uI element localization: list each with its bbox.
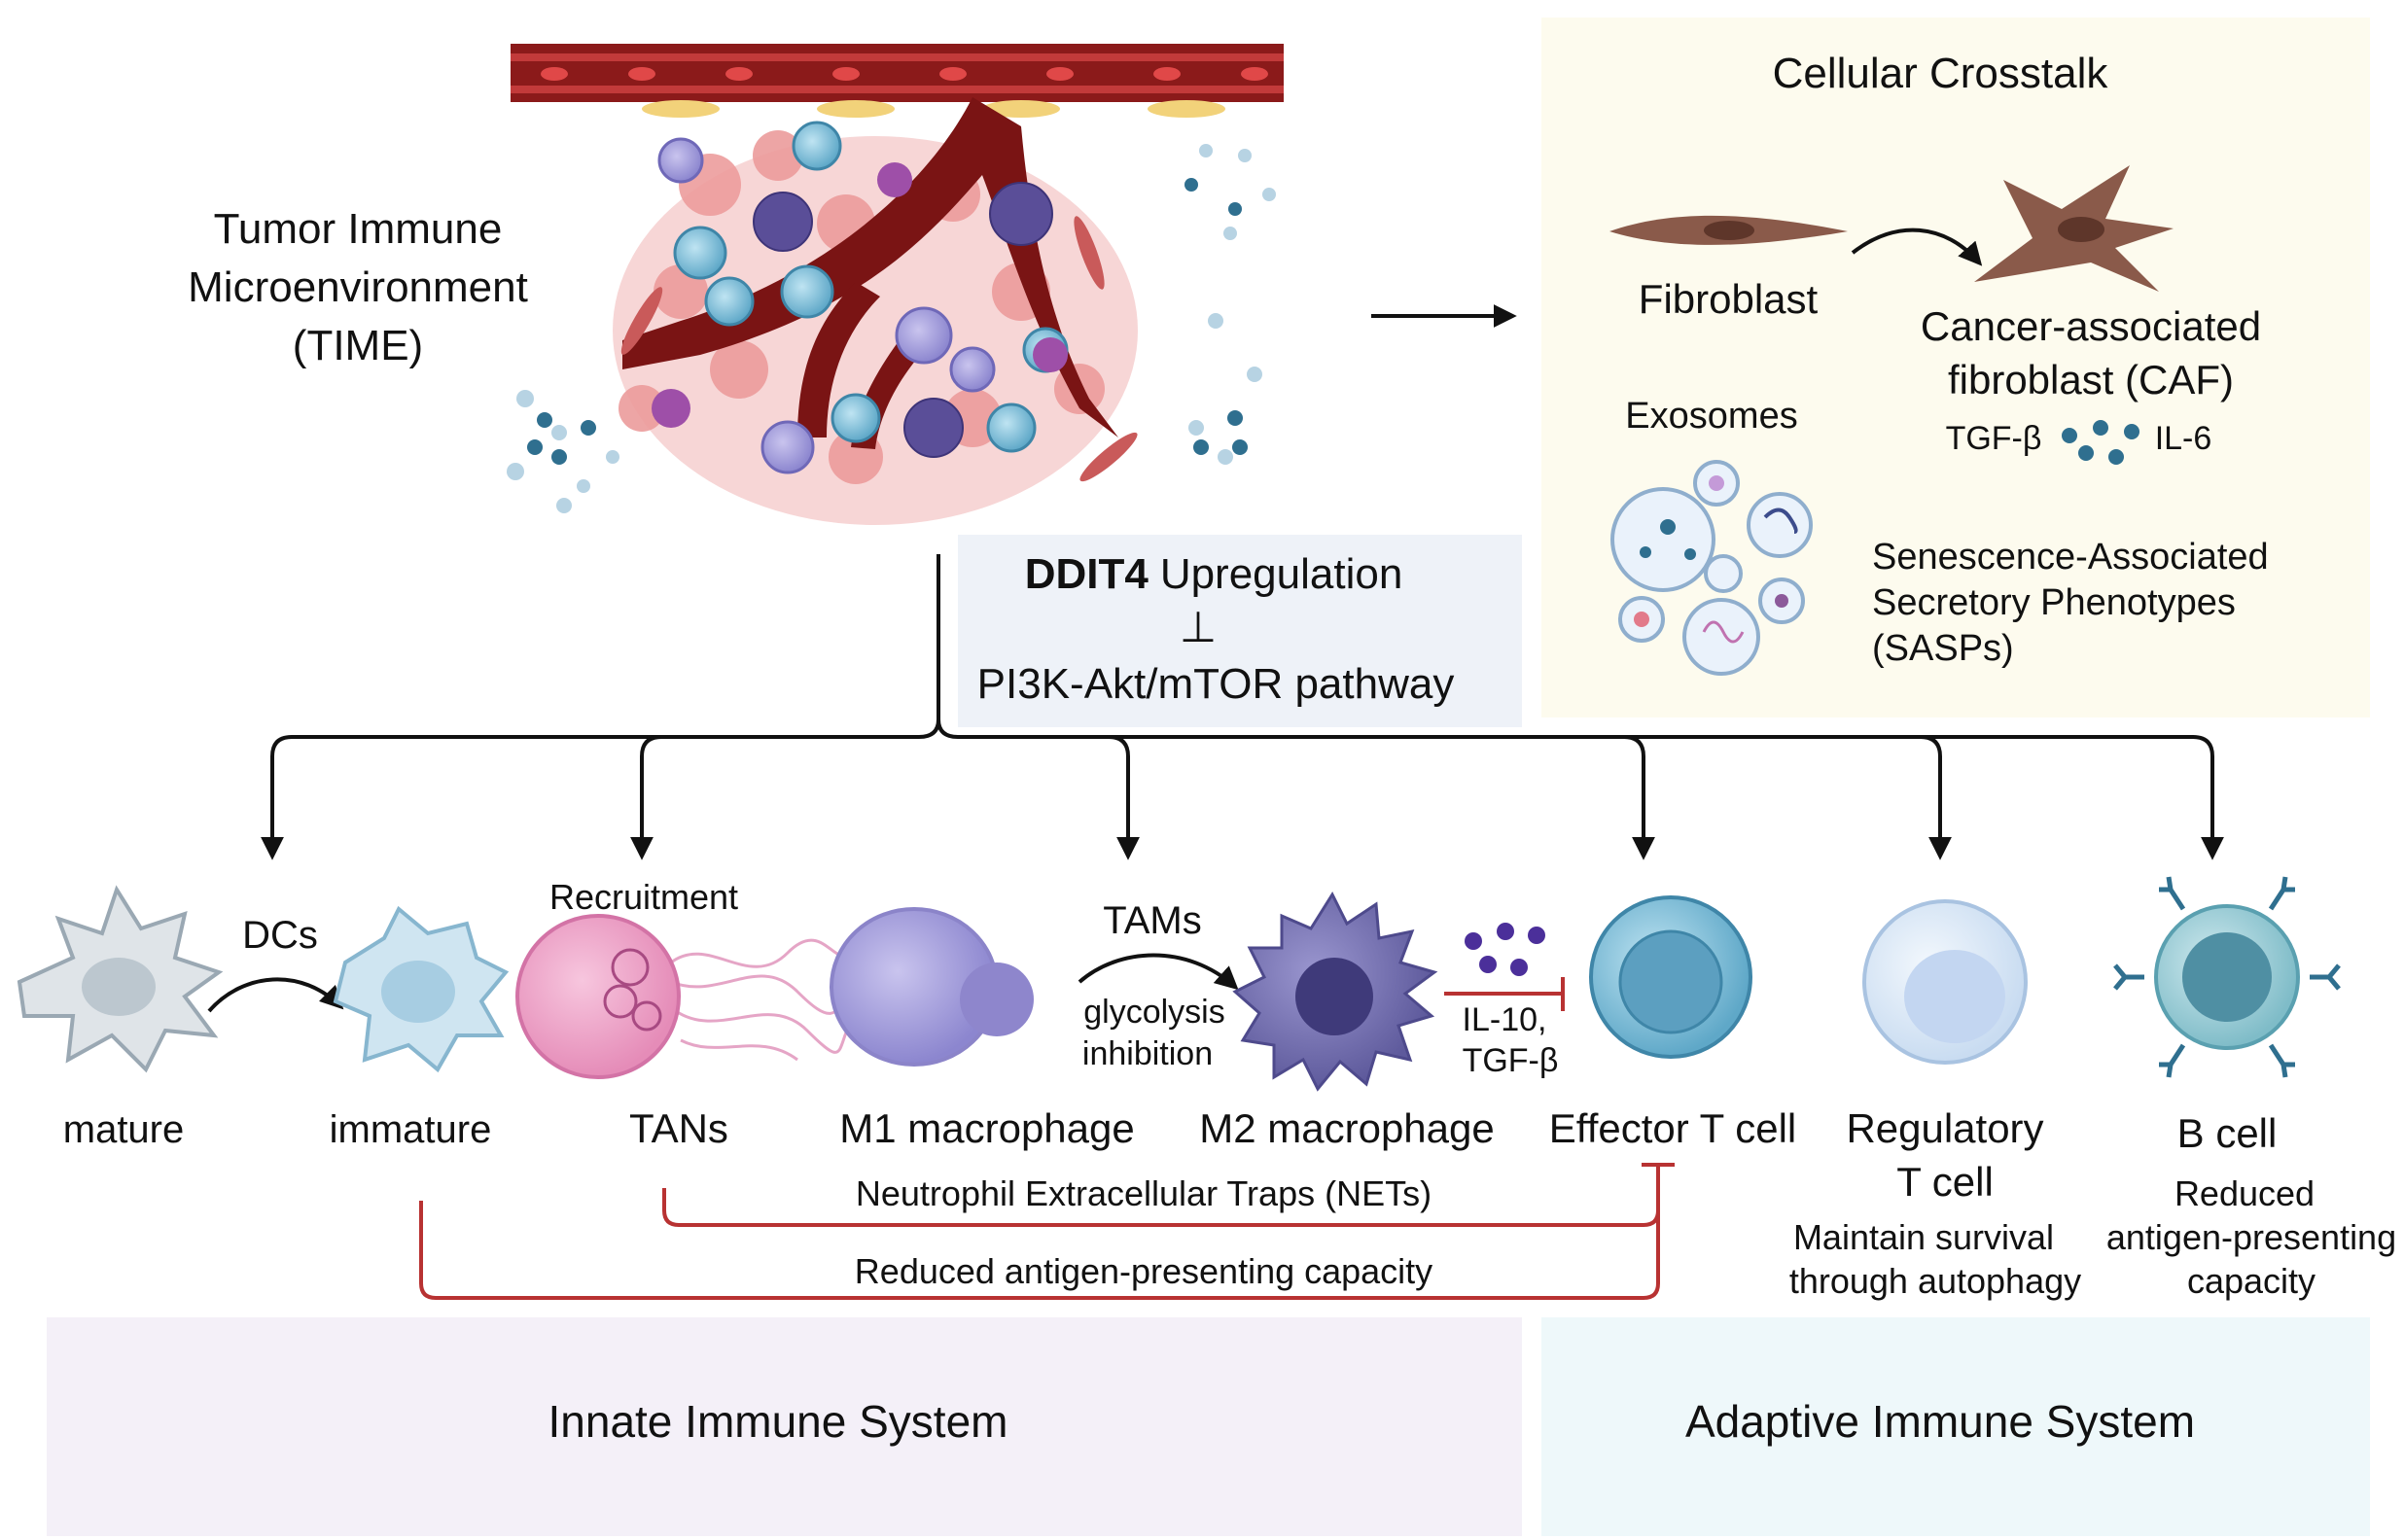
b-cell-antibodies (2113, 876, 2341, 1078)
treg-note-line1: Maintain survival (1793, 1217, 2054, 1257)
exosome-vesicles (1610, 460, 1813, 676)
bcell-label: B cell (2177, 1110, 2278, 1156)
m2-label: M2 macrophage (1199, 1105, 1495, 1151)
dc-maturation-arrow (207, 977, 344, 1013)
tan-cell (515, 914, 681, 1079)
il6-label: IL-6 (2155, 420, 2212, 457)
innate-system-label: Innate Immune System (548, 1396, 1008, 1447)
glycolysis-line1: glycolysis (1083, 994, 1224, 1031)
il10-label-line1: IL-10, (1463, 1001, 1547, 1038)
mature-dc-nucleus (82, 958, 156, 1016)
sasp-label-line1: Senescence-Associated (1872, 537, 2269, 578)
sasp-label-line3: (SASPs) (1872, 628, 2014, 669)
exosomes-label: Exosomes (1625, 396, 1797, 437)
adaptive-panel (1541, 1317, 2370, 1536)
fibroblast-label: Fibroblast (1639, 276, 1819, 322)
treg-note-line2: through autophagy (1789, 1261, 2081, 1301)
innate-panel (47, 1317, 1522, 1536)
il10-label-line2: TGF-β (1463, 1042, 1559, 1079)
mature-label: mature (63, 1108, 185, 1151)
bcell-note-line3: capacity (2187, 1261, 2316, 1301)
fibroblast-to-caf-arrow (1851, 228, 1983, 266)
reduced-capacity-label: Reduced antigen-presenting capacity (855, 1251, 1432, 1291)
m2-nucleus (1295, 958, 1373, 1035)
b-cell-nucleus (2182, 932, 2272, 1022)
pathway-label: PI3K-Akt/mTOR pathway (977, 660, 1455, 708)
tree-connectors (261, 554, 2224, 860)
treg-label-line2: T cell (1896, 1159, 1994, 1205)
net-strands (670, 938, 858, 1062)
cytokine-dots (2062, 420, 2139, 465)
inhibition-connectors (419, 1163, 1675, 1300)
caf-label-line1: Cancer-associated (1921, 303, 2261, 349)
tumor-illustration (507, 44, 1284, 525)
time-label-line1: Tumor Immune (214, 205, 503, 253)
exosome-contents (1634, 475, 1798, 644)
inhibit-symbol: ⊥ (1180, 604, 1217, 651)
tams-label: TAMs (1103, 899, 1201, 942)
effector-label: Effector T cell (1549, 1105, 1796, 1151)
ddit4-upregulation: Upregulation (1160, 550, 1403, 598)
glycolysis-line2: inhibition (1082, 1035, 1213, 1072)
m1-to-m2-arrow (1078, 953, 1239, 991)
caf-label-line2: fibroblast (CAF) (1948, 357, 2234, 402)
il10-dots (1465, 923, 1545, 976)
m1-label: M1 macrophage (839, 1105, 1135, 1151)
crosstalk-panel (1541, 18, 2370, 718)
effector-t-nucleus (1618, 929, 1723, 1034)
treg-label-line1: Regulatory (1846, 1105, 2043, 1151)
time-label-line3: (TIME) (293, 322, 423, 369)
tgf-label: TGF-β (1946, 420, 2042, 457)
bcell-note-line2: antigen-presenting (2106, 1217, 2396, 1257)
sasp-label-line2: Secretory Phenotypes (1872, 582, 2236, 623)
crosstalk-title: Cellular Crosstalk (1773, 50, 2109, 97)
center-panel (958, 535, 1522, 727)
bcell-note-line1: Reduced (2174, 1173, 2315, 1213)
immature-dc-nucleus (381, 961, 455, 1023)
tan-nucleus (603, 948, 662, 1032)
tans-label: TANs (629, 1105, 728, 1151)
fibroblast-nucleus (1704, 221, 1754, 240)
m1-nucleus (960, 962, 1034, 1036)
dcs-label: DCs (242, 914, 318, 957)
time-label-line2: Microenvironment (188, 263, 528, 311)
treg-nucleus (1904, 950, 2005, 1043)
ddit4-gene: DDIT4 (1025, 550, 1149, 598)
immature-label: immature (330, 1108, 492, 1151)
adaptive-system-label: Adaptive Immune System (1685, 1396, 2195, 1447)
caf-nucleus (2058, 217, 2104, 242)
recruitment-label: Recruitment (549, 877, 738, 917)
nets-label: Neutrophil Extracellular Traps (NETs) (856, 1173, 1432, 1213)
